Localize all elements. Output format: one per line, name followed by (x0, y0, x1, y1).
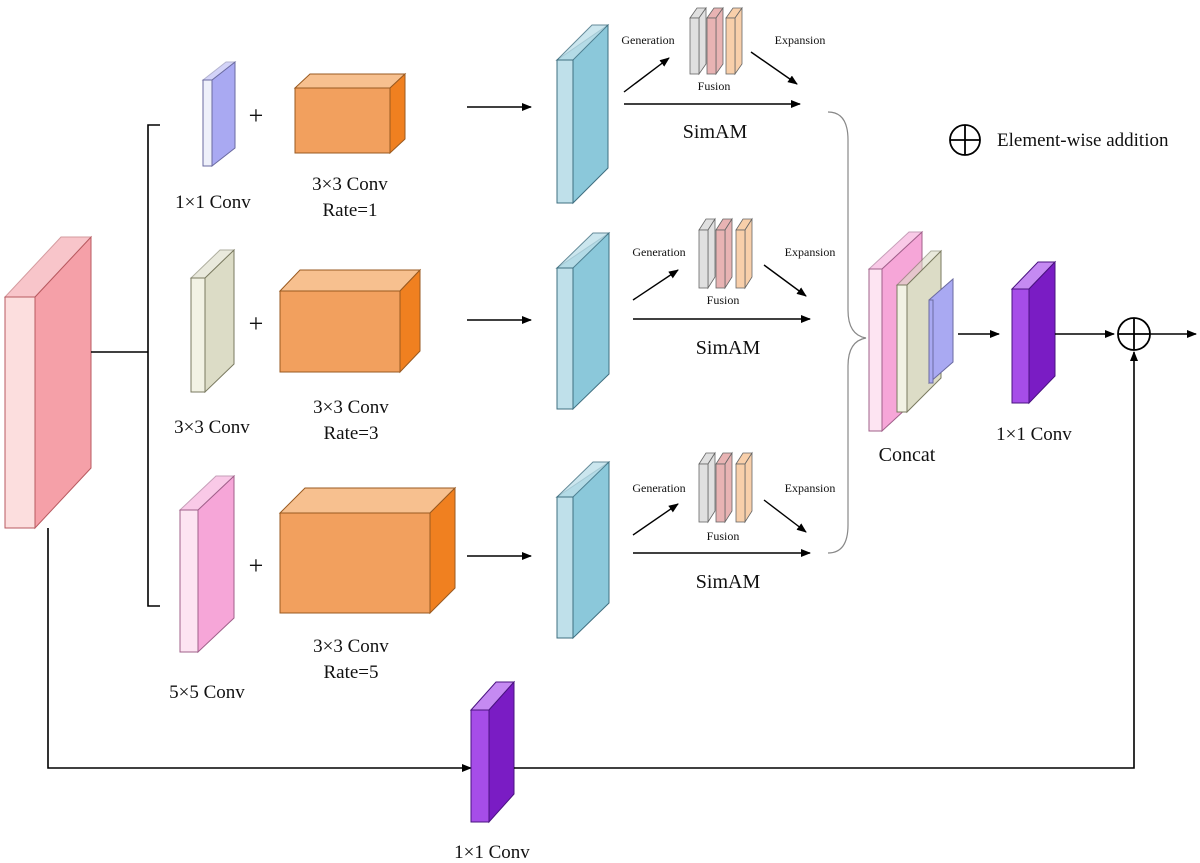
branch-1: 1×1 Conv + 3×3 Conv Rate=1 (175, 6, 826, 221)
branch-2-feature-map (555, 232, 611, 411)
post-conv-block (1010, 260, 1057, 405)
concat-label: Concat (879, 444, 936, 466)
post-conv-label: 1×1 Conv (996, 424, 1072, 445)
branch-2-rate-label: Rate=3 (323, 423, 378, 444)
branch-3-dilated-conv-label: 3×3 Conv (313, 636, 389, 657)
branch-3-dilated-conv-block (278, 486, 457, 615)
branch-1-simam-label: SimAM (683, 121, 748, 143)
branch-3-conv-label: 5×5 Conv (169, 682, 245, 703)
branch-3-plus-sign: + (249, 551, 264, 580)
element-wise-addition-node (1117, 317, 1151, 351)
concat-stack (867, 230, 954, 433)
branch-2-expansion-label: Expansion (785, 245, 836, 259)
branch-3-rate-label: Rate=5 (323, 662, 378, 683)
shortcut-conv-block (469, 680, 516, 824)
branch-1-generation-label: Generation (621, 33, 674, 47)
branch-2-simam-label: SimAM (696, 337, 761, 359)
branch-1-conv-block (201, 60, 237, 168)
addition-legend-icon (949, 124, 981, 156)
branch-1-rate-label: Rate=1 (322, 200, 377, 221)
branch-1-fusion-label: Fusion (698, 79, 731, 93)
branch-2-plus-sign: + (249, 309, 264, 338)
branch-1-conv-label: 1×1 Conv (175, 192, 251, 213)
branch-2-dilated-conv-label: 3×3 Conv (313, 397, 389, 418)
branch-1-generation-stack (689, 6, 743, 76)
shortcut-to-add-arrow (514, 351, 1138, 769)
branch-2-conv-block (189, 248, 236, 394)
branch-1-expansion-label: Expansion (775, 33, 826, 47)
input-connectors (47, 124, 472, 772)
branch-3-generation-label: Generation (632, 481, 685, 495)
legend-text: Element-wise addition (997, 130, 1169, 151)
branch-3-generation-stack (698, 451, 753, 524)
branch-3-simam-label: SimAM (696, 571, 761, 593)
branch-2: 3×3 Conv + 3×3 Conv Rate=3 (174, 217, 836, 444)
branch-2-generation-stack (698, 217, 753, 290)
branch-2-conv-label: 3×3 Conv (174, 417, 250, 438)
branch-3-fusion-label: Fusion (707, 529, 740, 543)
branch-2-dilated-conv-block (278, 268, 422, 374)
shortcut-conv-label: 1×1 Conv (454, 842, 530, 863)
branch-3-expansion-label: Expansion (785, 481, 836, 495)
branch-2-generation-label: Generation (632, 245, 685, 259)
branch-1-feature-map (555, 24, 610, 205)
concat-brace (827, 111, 867, 554)
branch-2-fusion-label: Fusion (707, 293, 740, 307)
branch-3: 5×5 Conv + 3×3 Conv Rate=5 (169, 451, 836, 703)
branch-3-conv-block (178, 474, 236, 654)
branch-1-plus-sign: + (249, 101, 264, 130)
input-feature-map (3, 235, 93, 530)
branch-3-simam-module: Generation Fusion Expansion SimAM (632, 451, 836, 593)
branch-1-dilated-conv-label: 3×3 Conv (312, 174, 388, 195)
legend: Element-wise addition (949, 124, 1169, 156)
branch-1-simam-module: Generation Fusion Expansion SimAM (621, 6, 826, 143)
branch-3-feature-map (555, 461, 611, 640)
branch-1-dilated-conv-block (293, 72, 407, 155)
branch-2-simam-module: Generation Fusion Expansion SimAM (632, 217, 836, 359)
